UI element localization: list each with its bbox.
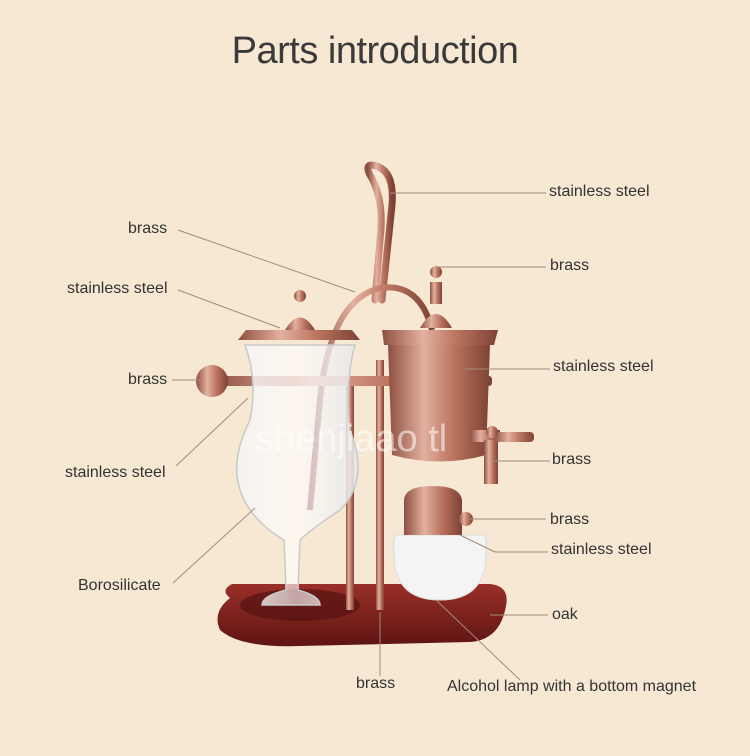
label-hook: stainless steel (549, 183, 650, 200)
label-base: oak (552, 606, 578, 623)
glass-vessel (235, 344, 359, 606)
label-burner-knob: brass (550, 511, 590, 528)
alcohol-lamp (393, 486, 487, 601)
label-tap: brass (552, 451, 592, 468)
leader-lines (172, 192, 550, 681)
label-arm-left: brass (128, 220, 168, 237)
label-boiler: stainless steel (553, 358, 654, 375)
label-top-knob-right: brass (550, 257, 590, 274)
boiler (382, 266, 498, 462)
label-lid-left: stainless steel (67, 280, 168, 297)
tap (470, 426, 534, 484)
label-post-bottom: brass (356, 675, 396, 692)
label-knob-left: brass (128, 371, 168, 388)
hook-icon (364, 161, 396, 304)
label-lamp: Alcohol lamp with a bottom magnet (447, 678, 697, 695)
label-frame-left: stainless steel (65, 464, 166, 481)
page-title: Parts introduction (231, 30, 519, 72)
glass-lid (238, 290, 360, 340)
label-burner-cap: stainless steel (551, 541, 652, 558)
label-glass: Borosilicate (78, 577, 161, 594)
counterweight-ball (196, 365, 228, 397)
watermark-text: shenjiaao tl (255, 418, 448, 460)
